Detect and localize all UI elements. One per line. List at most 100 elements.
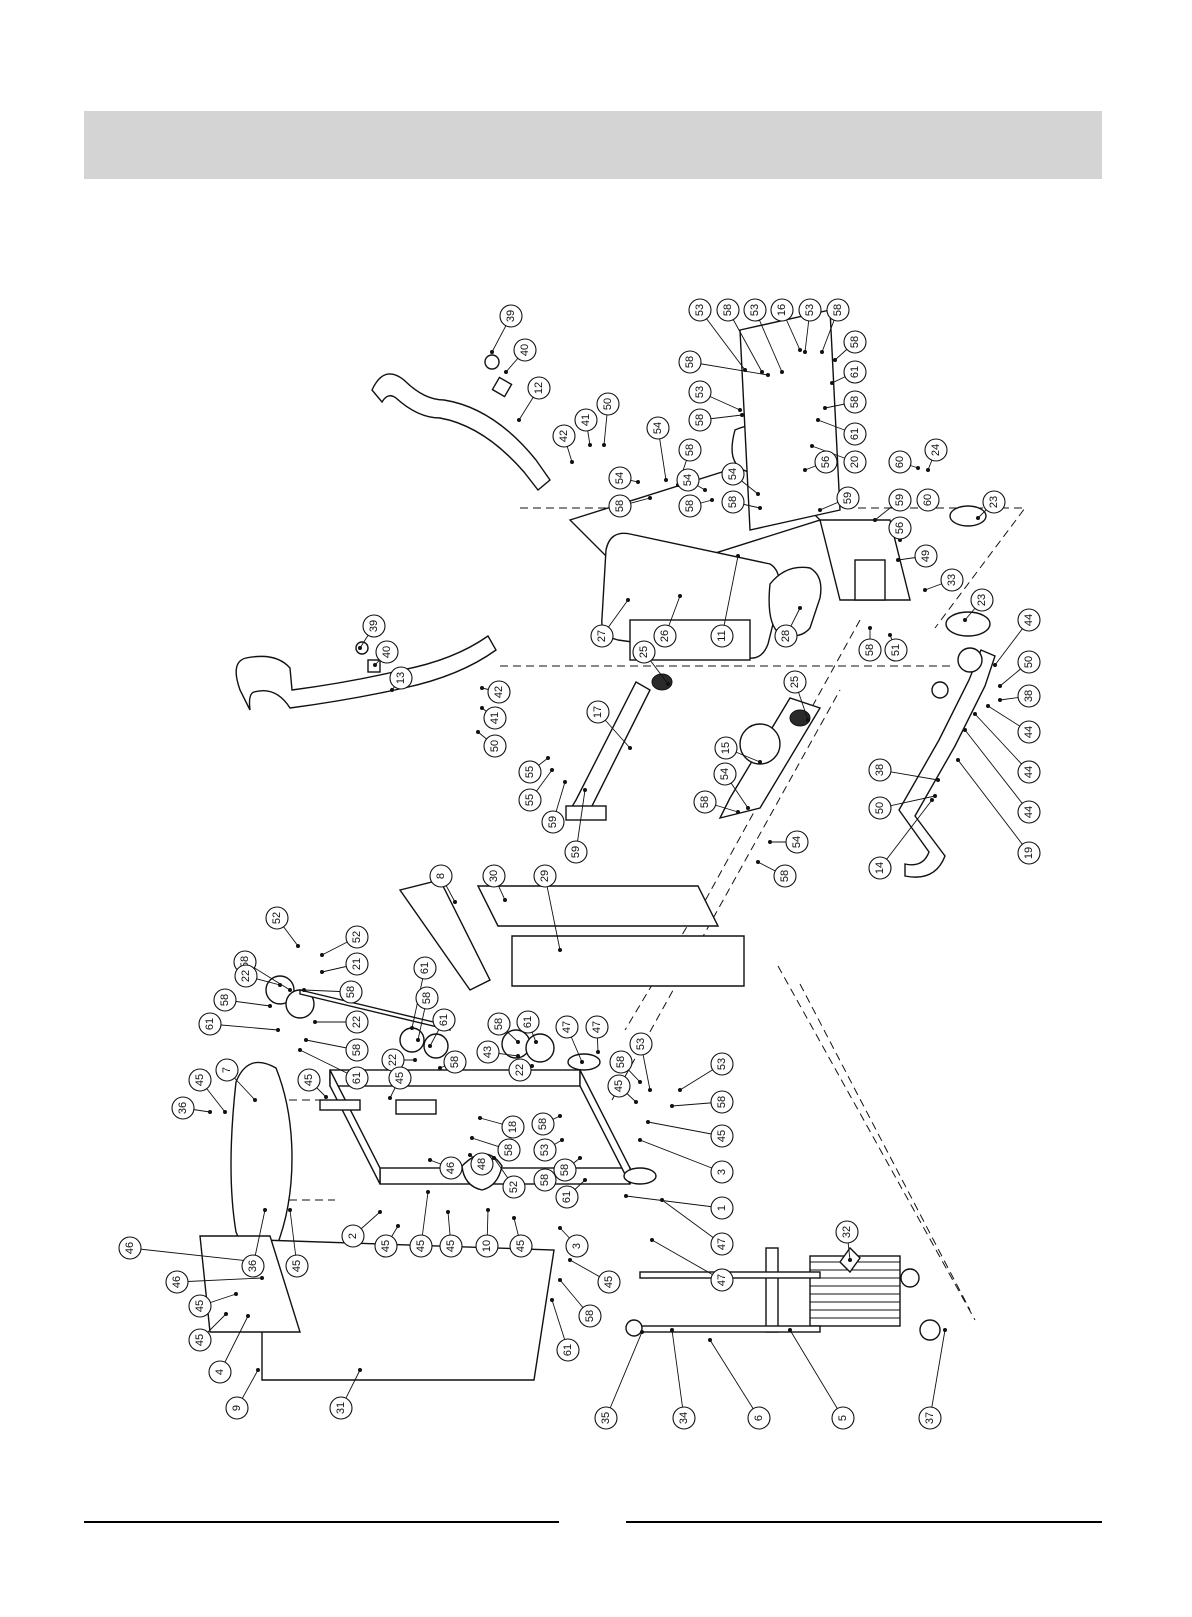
leader-line [789,1329,844,1419]
callout-circle [439,1156,463,1180]
leader-line [661,1199,723,1245]
callout-circle [1017,760,1041,784]
leader-anchor-dot [358,1368,362,1372]
callout-label: 7 [221,1067,233,1073]
callout-circle [429,864,453,888]
leader-anchor-dot [260,1276,264,1280]
leader-anchor-dot [650,1238,654,1242]
leader-anchor-dot [670,1328,674,1332]
callout-circle [884,638,908,662]
leader-anchor-dot [388,1096,392,1100]
leader-anchor-dot [486,1208,490,1212]
callout-44: 44 [1017,760,1041,784]
callout-circle [345,952,369,976]
callout-circle [432,1008,456,1032]
leader-anchor-dot [313,1020,317,1024]
leader-anchor-dot [746,806,750,810]
callout-49: 49 [914,544,938,568]
leader-anchor-dot [636,480,640,484]
callout-label: 45 [291,1260,303,1272]
leader-anchor-dot [263,1208,267,1212]
leader-anchor-dot [926,468,930,472]
leader-anchor-dot [703,488,707,492]
leader-anchor-dot [446,1210,450,1214]
leader-anchor-dot [993,663,997,667]
leader-line [689,361,769,376]
callout-circle [1017,650,1041,674]
callout-46: 46 [118,1236,142,1260]
callout-59: 59 [836,486,860,510]
leader-anchor-dot [570,460,574,464]
callout-label: 42 [493,686,505,698]
callout-label: 13 [395,672,407,684]
callout-53: 53 [798,298,822,322]
callout-61: 61 [516,1010,540,1034]
callout-45: 45 [285,1254,309,1278]
leader-anchor-dot [916,466,920,470]
callout-circle [574,408,598,432]
callout-61: 61 [432,1008,456,1032]
callout-circle [475,1234,499,1258]
callout-label: 52 [508,1181,520,1193]
callout-label: 22 [387,1054,399,1066]
leader-anchor-dot [823,406,827,410]
callout-label: 33 [946,574,958,586]
leader-anchor-dot [756,492,760,496]
callout-55: 55 [518,788,542,812]
callout-circle [835,1220,859,1244]
leader-anchor-dot [646,1120,650,1124]
callout-label: 14 [874,862,886,874]
callout-45: 45 [607,1074,631,1098]
leader-anchor-dot [583,788,587,792]
callout-circle [710,1090,734,1114]
callout-54: 54 [676,468,700,492]
callout-circle [585,1015,609,1039]
leader-anchor-dot [943,1328,947,1332]
callout-circle [1017,608,1041,632]
callout-39: 39 [499,304,523,328]
callout-circle [843,330,867,354]
leader-anchor-dot [803,468,807,472]
leader-anchor-dot [602,443,606,447]
callout-54: 54 [608,466,632,490]
callout-3: 3 [710,1160,734,1184]
callout-circle [843,450,867,474]
callout-circle [970,588,994,612]
callout-label: 45 [613,1080,625,1092]
callout-circle [868,758,892,782]
callout-7: 7 [215,1058,239,1082]
callout-circle [241,1254,265,1278]
leader-anchor-dot [736,554,740,558]
leader-anchor-dot [396,1224,400,1228]
callout-58: 58 [553,1158,577,1182]
callout-circle [653,624,677,648]
callout-label: 53 [694,386,706,398]
callout-label: 53 [716,1058,728,1070]
callout-circle [843,360,867,384]
callout-label: 58 [694,414,706,426]
callout-circle [413,956,437,980]
callout-label: 4 [214,1369,226,1375]
callout-circle [188,1328,212,1352]
callout-circle [1017,841,1041,865]
callout-label: 41 [489,712,501,724]
callout-circle [329,1396,353,1420]
callout-circle [388,1066,412,1090]
callout-36: 36 [241,1254,265,1278]
callout-19: 19 [1017,841,1041,865]
callout-label: 58 [449,1056,461,1068]
leader-anchor-dot [453,900,457,904]
callout-label: 5 [837,1415,849,1421]
callout-circle [747,1406,771,1430]
callout-circle [362,614,386,638]
callout-label: 45 [515,1240,527,1252]
callout-label: 61 [204,1018,216,1030]
callout-circle [597,1270,621,1294]
leader-anchor-dot [516,1054,520,1058]
callout-circle [409,1234,433,1258]
callout-44: 44 [1017,720,1041,744]
callout-46: 46 [439,1156,463,1180]
callout-54: 54 [713,762,737,786]
callout-14: 14 [868,856,892,880]
callout-label: 3 [716,1169,728,1175]
